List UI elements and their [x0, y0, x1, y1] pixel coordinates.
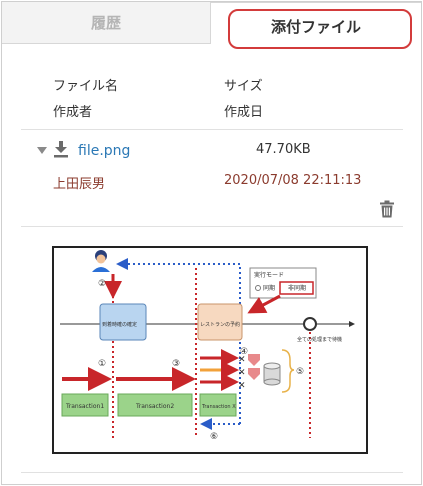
- trash-icon[interactable]: [379, 200, 395, 218]
- mode-async: 非同期: [288, 284, 306, 292]
- svg-text:✕: ✕: [238, 355, 246, 365]
- step-box-mid-label: レストランの予約: [200, 321, 240, 328]
- column-created-date: 作成日: [224, 105, 264, 120]
- column-creator: 作成者: [53, 105, 93, 120]
- step-box-mid: [197, 303, 243, 341]
- image-preview: ② 到着時確の確定 レストランの予約 全ての処理まで待機 実行モード 同期 非同…: [52, 246, 368, 454]
- tab-attachments-label: 添付ファイル: [270, 18, 361, 36]
- down-arrow-a: [248, 354, 260, 366]
- user-avatar-icon: [92, 250, 110, 272]
- highlight-ring: [228, 9, 412, 49]
- transaction-2-label: Transaction2: [135, 403, 174, 410]
- step-box-left-label: 到着時確の確定: [102, 321, 137, 328]
- mode-popup: [249, 267, 317, 299]
- transaction-x-label: Transaction X: [201, 404, 236, 410]
- marker-2: ②: [98, 279, 106, 289]
- return-path: [116, 258, 241, 424]
- file-created-date: 2020/07/08 22:11:13: [224, 173, 362, 188]
- download-icon[interactable]: [53, 140, 69, 158]
- transaction-2: [117, 393, 193, 417]
- column-file-name: ファイル名: [53, 79, 119, 94]
- brace: [281, 349, 295, 393]
- down-arrow-b: [248, 368, 260, 380]
- marker-4: ④: [240, 347, 248, 357]
- tab-history[interactable]: 履歴: [2, 2, 210, 44]
- header-divider: [21, 129, 403, 130]
- popup-pointer: [247, 294, 281, 314]
- preview-diagram: ② 到着時確の確定 レストランの予約 全ての処理まで待機 実行モード 同期 非同…: [60, 250, 355, 442]
- bottom-divider: [21, 472, 403, 473]
- marker-5: ⑤: [296, 367, 304, 377]
- transaction-1: [61, 393, 109, 417]
- svg-text:✕: ✕: [238, 381, 246, 391]
- file-link[interactable]: file.png: [78, 143, 131, 159]
- tab-history-label: 履歴: [90, 14, 121, 32]
- svg-text:✕: ✕: [238, 368, 246, 378]
- file-size: 47.70KB: [256, 142, 311, 157]
- tab-attachments[interactable]: 添付ファイル: [210, 2, 421, 49]
- database-icon: [263, 362, 281, 386]
- marker-6: ⑥: [210, 432, 218, 442]
- expand-triangle-icon[interactable]: [37, 147, 47, 154]
- end-node-icon: [303, 317, 317, 331]
- mode-async-highlight: [279, 281, 314, 295]
- mode-title: 実行モード: [254, 271, 284, 279]
- step-box-left: [99, 303, 147, 341]
- end-note: 全ての処理まで待機: [297, 336, 342, 343]
- tab-bar: 履歴 添付ファイル: [2, 2, 421, 49]
- marker-1: ①: [98, 359, 106, 369]
- transaction-x: [199, 393, 237, 417]
- marker-3: ③: [172, 359, 180, 369]
- transaction-1-label: Transaction1: [65, 403, 104, 410]
- mode-sync: 同期: [263, 284, 275, 292]
- file-divider: [21, 226, 403, 227]
- column-size: サイズ: [224, 79, 263, 94]
- file-creator: 上田辰男: [53, 177, 106, 192]
